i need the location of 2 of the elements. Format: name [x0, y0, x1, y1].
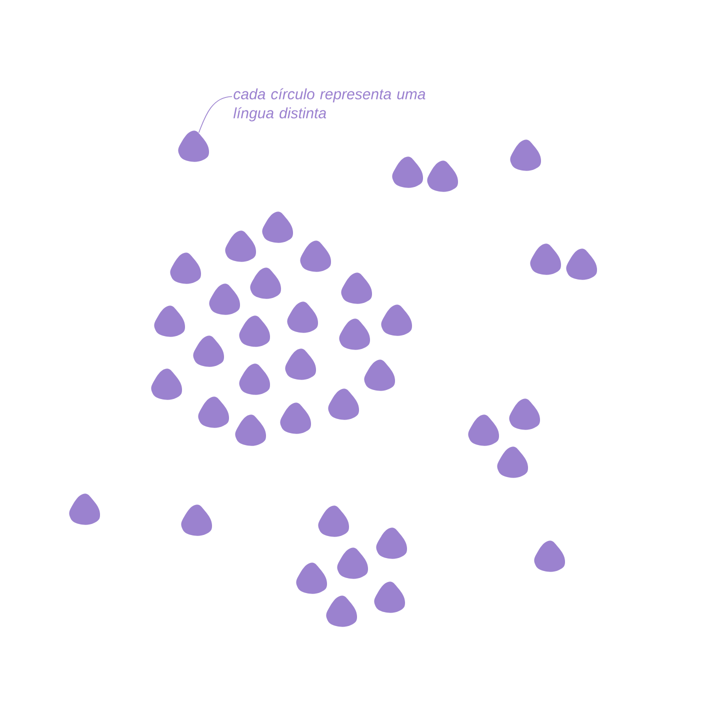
leader-line	[198, 96, 232, 134]
annotation-text: cada círculo representa uma língua distinta	[233, 88, 426, 122]
